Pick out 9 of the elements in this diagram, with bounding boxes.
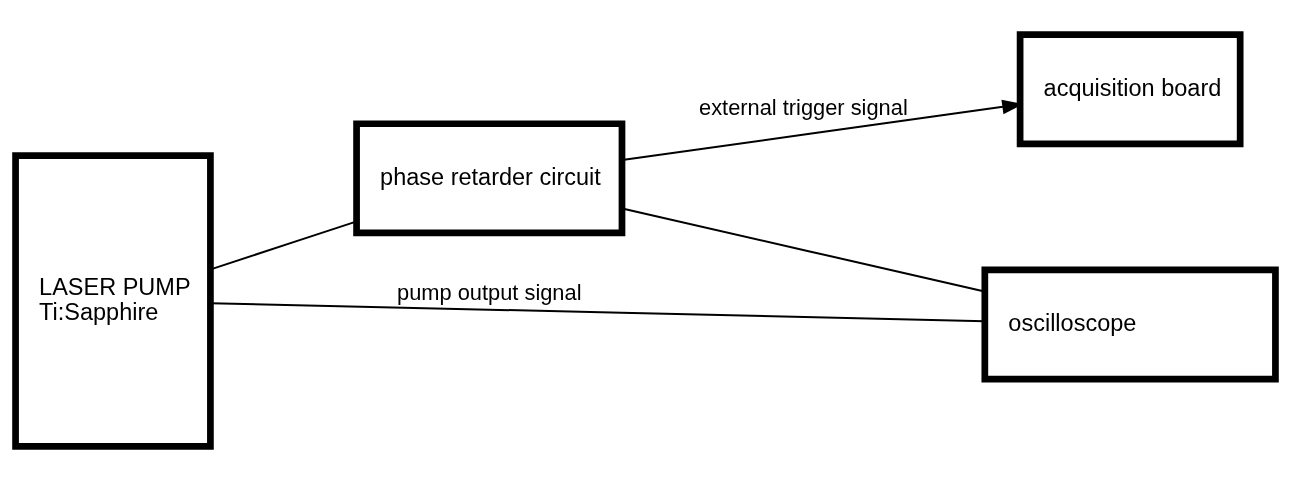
- edge-label: pump output signal: [397, 279, 582, 305]
- node-box: acquisition board: [1016, 31, 1244, 148]
- connector: [210, 302, 985, 323]
- connector: [622, 207, 985, 293]
- node-box: oscilloscope: [981, 266, 1279, 383]
- node-box: phase retarder circuit: [353, 120, 626, 237]
- connector: [210, 220, 357, 271]
- node-box: LASER PUMP Ti:Sapphire: [12, 152, 214, 450]
- edge-label: external trigger signal: [699, 95, 908, 121]
